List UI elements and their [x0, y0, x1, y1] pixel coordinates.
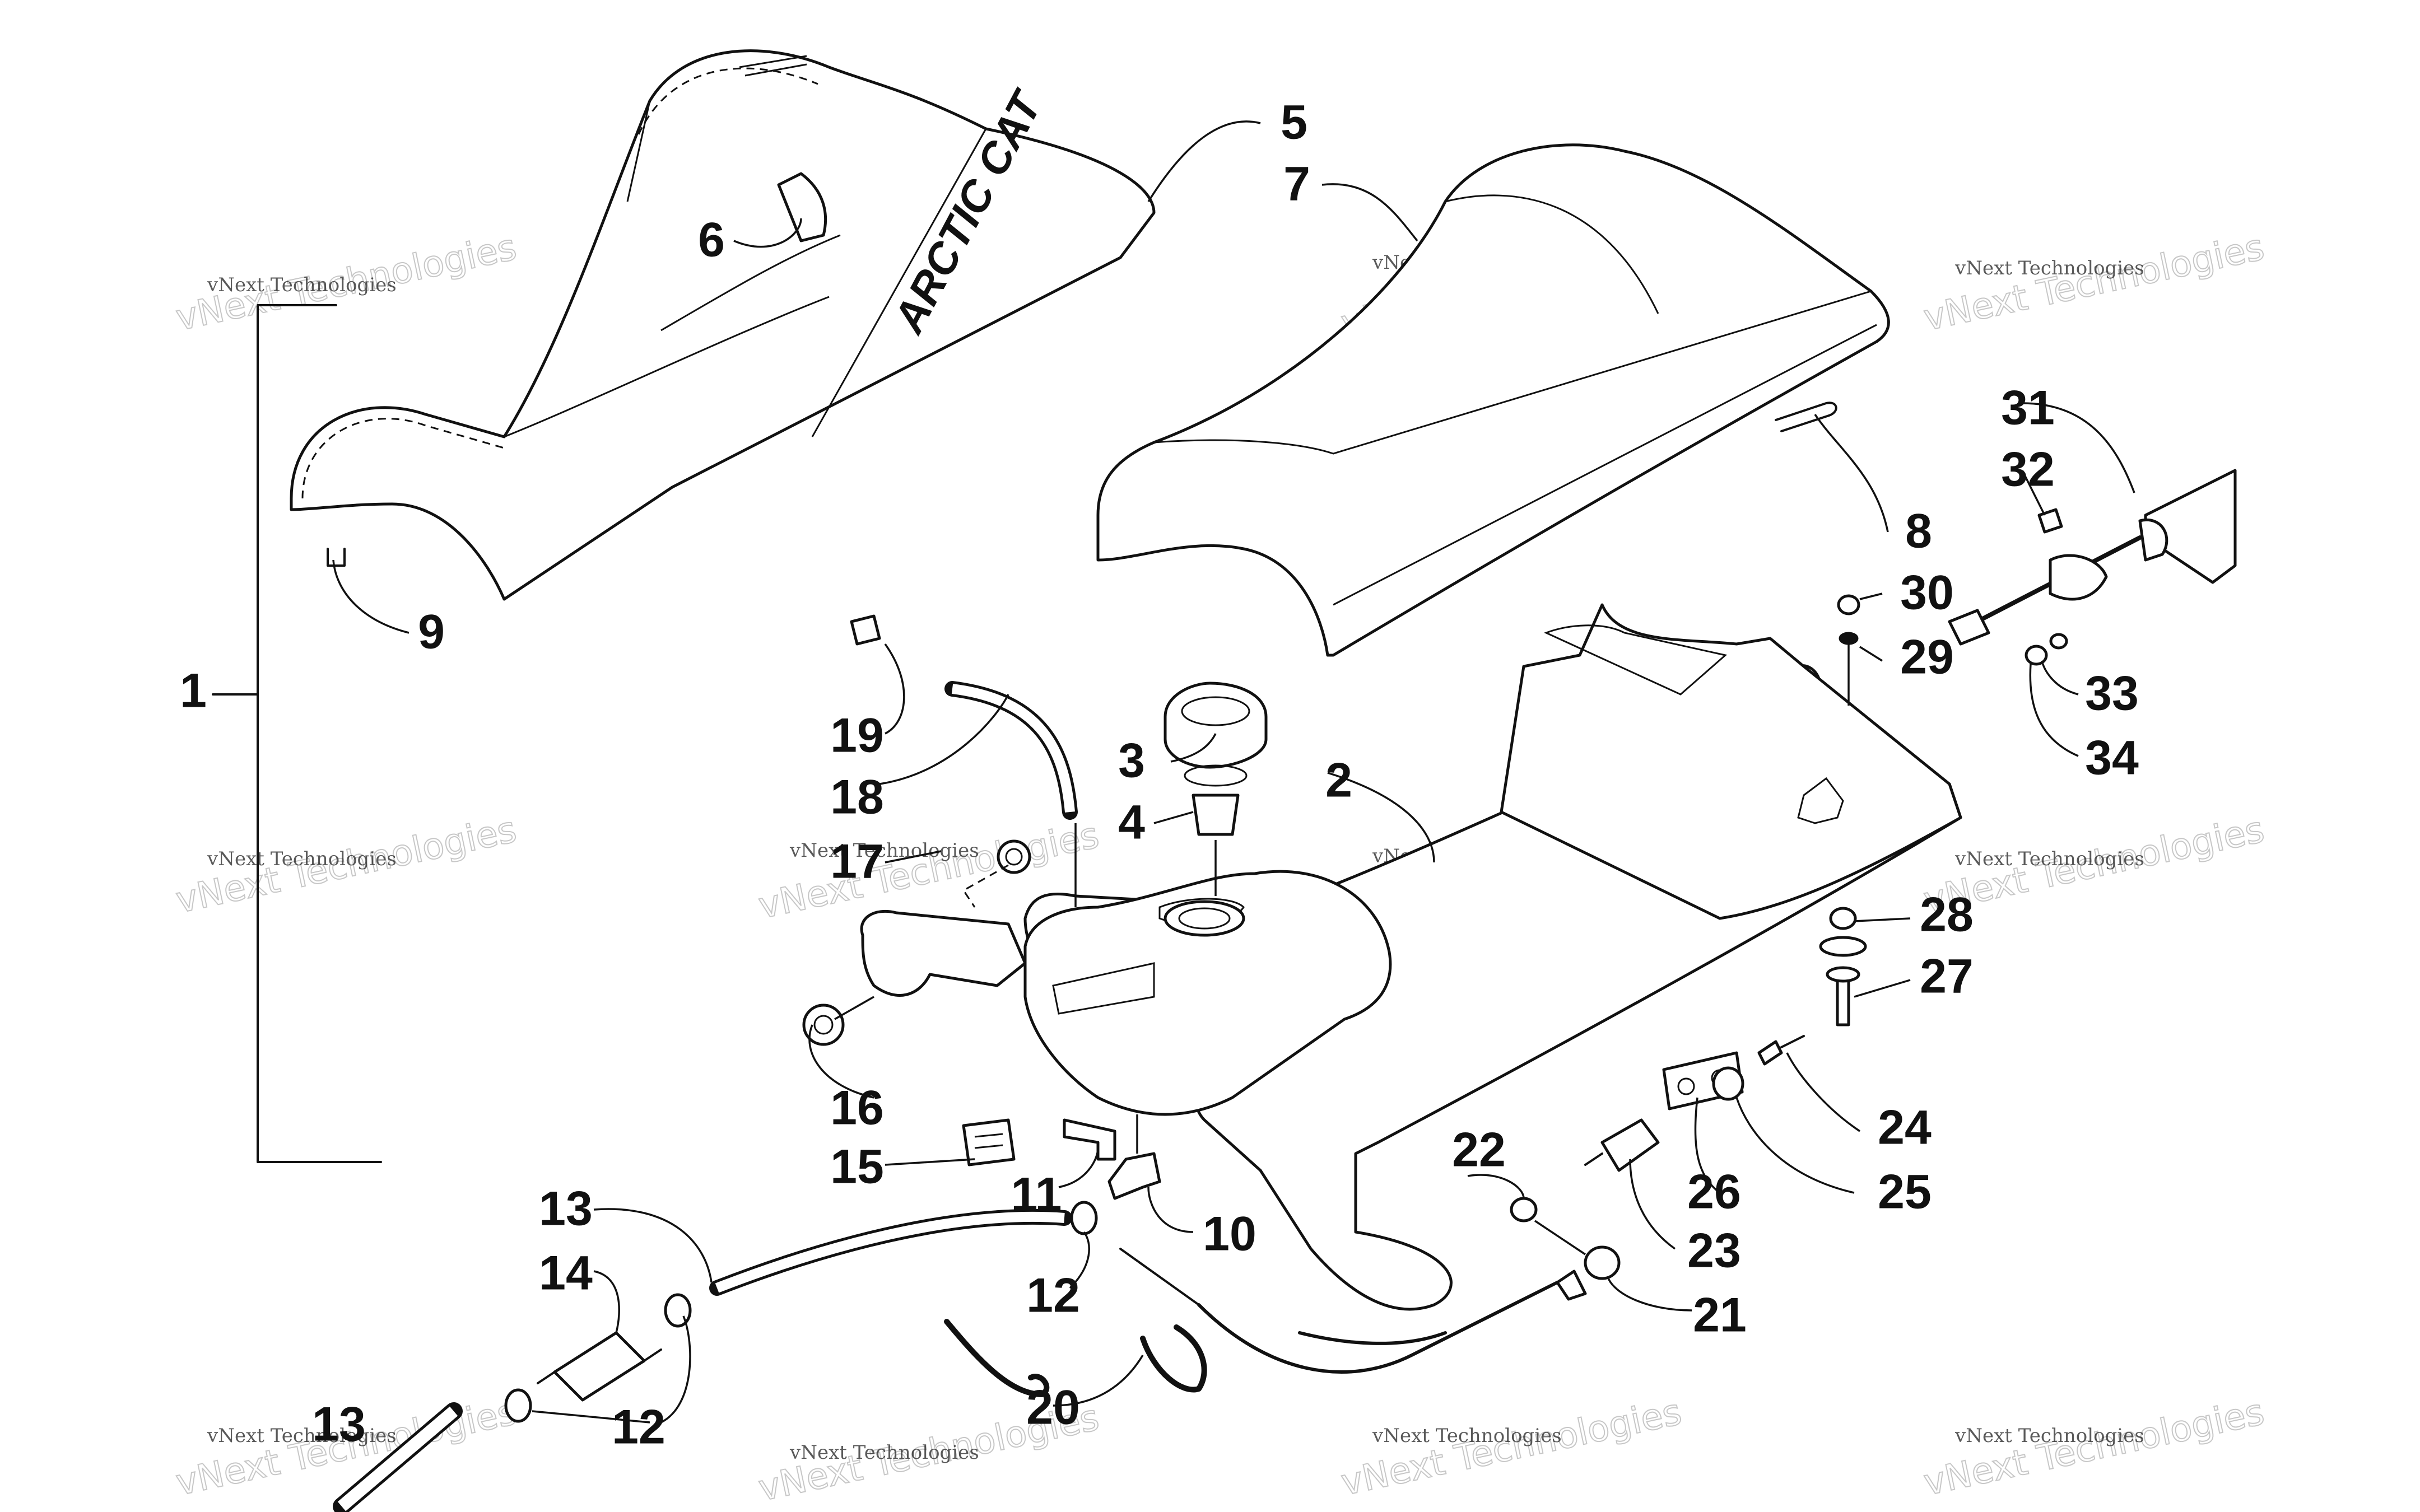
callout-32: 32: [2001, 443, 2055, 497]
sender-clip: [2037, 508, 2063, 534]
star-washer: [802, 996, 874, 1046]
watermark-text: vNext Technologies: [207, 1425, 397, 1447]
ignition-key: [1757, 1035, 1805, 1066]
fuel-hose: [333, 1209, 1072, 1512]
callout-8: 8: [1905, 505, 1932, 558]
callout-23: 23: [1687, 1224, 1741, 1278]
callout-12: 12: [1026, 1269, 1080, 1323]
seat-clip: [327, 548, 346, 567]
watermark-text: vNext Technologies: [1954, 848, 2144, 870]
callout-10: 10: [1203, 1207, 1256, 1261]
watermark: vNext Technologies vNext Technologies: [1920, 226, 2268, 340]
switch-nut: [1712, 1066, 1744, 1101]
watermark-text: vNext Technologies: [1954, 257, 2144, 279]
callout-1: 1: [180, 664, 207, 718]
fuel-filter: [537, 1331, 662, 1402]
seat-hook: [1775, 402, 1837, 432]
callout-24: 24: [1878, 1101, 1932, 1155]
choke-knob: [1584, 1118, 1660, 1172]
fuel-tank: [860, 603, 1962, 1311]
callout-14: 14: [539, 1247, 593, 1300]
callout-33: 33: [2085, 667, 2139, 721]
watermark: vNext Technologies vNext Technologies: [172, 809, 520, 922]
callout-19: 19: [830, 709, 884, 763]
choke-cable: [1119, 1245, 1621, 1374]
hose-clip: [850, 614, 881, 646]
watermark-text: vNext Technologies: [207, 274, 397, 296]
seat-tab: [777, 172, 827, 242]
tank-bolt: [1826, 966, 1860, 1026]
sender-nut-washer: [2025, 633, 2068, 666]
callout-25: 25: [1878, 1165, 1932, 1219]
fuel-cap: [1164, 682, 1268, 769]
watermark: vNext Technologies vNext Technologies: [1337, 1391, 1686, 1505]
callout-9: 9: [418, 605, 445, 659]
watermark-text: vNext Technologies: [789, 1441, 979, 1464]
fitting-clip: [1063, 1118, 1116, 1161]
callout-3: 3: [1118, 734, 1145, 788]
fuel-gauge-sender: [1948, 469, 2237, 646]
callout-2: 2: [1325, 754, 1352, 808]
callout-22: 22: [1452, 1123, 1506, 1177]
watermark-text: vNext Technologies: [1920, 227, 2268, 339]
watermark: vNext Technologies vNext Technologies: [172, 226, 520, 340]
callout-17: 17: [830, 835, 884, 889]
callout-13: 13: [312, 1398, 366, 1452]
callout-11: 11: [1011, 1168, 1062, 1222]
grommet: [962, 839, 1031, 908]
retaining-straps: [944, 1319, 1207, 1397]
callout-34: 34: [2085, 731, 2139, 785]
callout-4: 4: [1118, 796, 1145, 850]
vent-tube: [944, 681, 1078, 907]
decal-label: [962, 1118, 1016, 1166]
watermark-text: vNext Technologies: [1920, 1392, 2268, 1504]
watermark-text: vNext Technologies: [1954, 1425, 2144, 1447]
choke-nut: [1510, 1197, 1586, 1256]
elbow-fitting: [1107, 1114, 1161, 1200]
callout-21: 21: [1693, 1289, 1747, 1342]
callout-5: 5: [1281, 96, 1307, 150]
callout-16: 16: [830, 1081, 884, 1135]
callout-28: 28: [1920, 888, 1974, 942]
watermark: vNext Technologies vNext Technologies: [1920, 1391, 2268, 1505]
washer-and-nut: [1837, 594, 1860, 706]
callout-13: 13: [539, 1182, 593, 1236]
leader-lines: [332, 120, 2135, 1424]
seat-cover: [1096, 143, 1890, 657]
callout-29: 29: [1900, 631, 1954, 684]
callout-15: 15: [830, 1140, 884, 1194]
watermark-text: vNext Technologies: [207, 848, 397, 870]
callout-18: 18: [830, 771, 884, 824]
callout-7: 7: [1283, 157, 1310, 211]
callout-30: 30: [1900, 566, 1954, 620]
tank-nut: [1819, 907, 1867, 957]
cap-gasket: [1184, 764, 1248, 896]
assembly-bracket: [212, 304, 382, 1163]
callout-6: 6: [698, 213, 725, 267]
callout-27: 27: [1920, 950, 1974, 1004]
callout-labels: 1 2 3 4 5 6 7 8 9 10 11 12 12 13 13 14 1…: [180, 96, 2139, 1454]
callout-20: 20: [1026, 1381, 1080, 1435]
watermark-text: vNext Technologies: [1372, 1425, 1562, 1447]
callout-31: 31: [2001, 381, 2055, 435]
watermark-text: vNext Technologies: [789, 839, 979, 862]
seat-assembly-left: ARCTIC CAT: [290, 49, 1156, 601]
callout-26: 26: [1687, 1165, 1741, 1219]
callout-12: 12: [612, 1401, 666, 1454]
watermark-text: vNext Technologies: [1338, 1392, 1685, 1504]
